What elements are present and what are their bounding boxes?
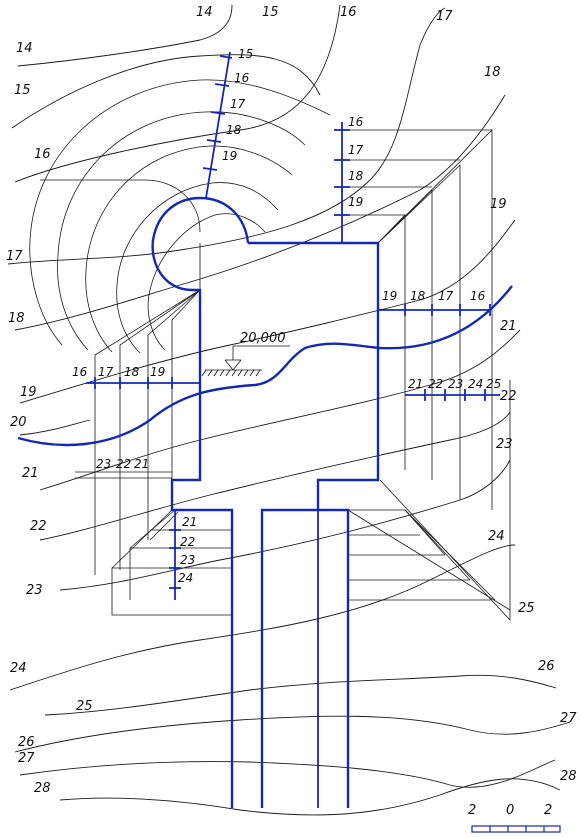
west-16: 16 [72,365,88,379]
label-left-20: 20 [10,415,27,430]
east-cut-21: 21 [408,377,423,391]
label-right-25: 25 [518,601,535,616]
north-18: 18 [226,123,242,137]
east-cut-22: 22 [428,377,443,391]
label-top-17: 17 [436,9,453,24]
contour-23 [59,459,511,591]
contour-25 [44,674,557,716]
west-18: 18 [124,365,140,379]
north-17: 17 [230,97,246,111]
contour-26 [14,715,571,753]
north-b-18: 18 [348,169,364,183]
contour-21 [39,329,521,491]
label-left-14: 14 [16,41,33,56]
contour-16 [14,4,341,183]
label-left-25: 25 [76,699,93,714]
label-top-19: 19 [490,197,507,212]
contour-28 [59,778,561,816]
contour-18 [14,94,506,331]
platform-plan [17,51,513,808]
label-left-17: 17 [6,249,23,264]
east-16: 16 [470,289,486,303]
west-cut-21: 21 [134,457,149,471]
contour-lines [7,4,571,816]
elevation-marker: 20,000 [201,331,290,377]
south-21: 21 [182,515,197,529]
west-19: 19 [150,365,165,379]
label-right-23: 23 [496,437,513,452]
label-top-18: 18 [484,65,501,80]
label-left-26: 26 [18,735,35,750]
scale-label-left: 2 [468,803,476,818]
north-b-17: 17 [348,143,364,157]
east-17: 17 [438,289,454,303]
contour-labels-top: 14 15 16 17 18 19 [196,5,507,212]
scale-bar: 2 0 2 [468,803,561,833]
contour-labels-right: 25 26 27 28 21 22 23 24 [488,319,577,784]
label-left-22: 22 [30,519,47,534]
slope-lines [75,129,511,622]
label-left-15: 15 [14,83,31,98]
contour-labels-left: 14 15 16 17 18 19 20 21 22 23 24 25 26 2… [6,41,93,796]
label-left-27: 27 [18,751,35,766]
label-left-28: 28 [34,781,51,796]
label-left-23: 23 [26,583,43,598]
label-right-26: 26 [538,659,555,674]
east-19: 19 [382,289,397,303]
south-22: 22 [180,535,195,549]
label-left-18: 18 [8,311,25,326]
north-16: 16 [234,71,250,85]
scale-label-zero: 0 [506,803,514,818]
label-right-21: 21 [500,319,517,334]
slope-labels-east: 19 18 17 16 21 22 23 24 25 [382,289,501,391]
contour-27 [19,759,556,788]
west-cut-22: 22 [116,457,131,471]
elevation-label: 20,000 [240,331,286,346]
west-cut-23: 23 [96,457,111,471]
label-top-15: 15 [262,5,279,20]
label-right-27: 27 [560,711,577,726]
west-17: 17 [98,365,114,379]
scale-label-right: 2 [544,803,552,818]
design-grade-line [17,285,513,447]
north-b-16: 16 [348,115,364,129]
label-right-24: 24 [488,529,505,544]
east-cut-23: 23 [448,377,463,391]
label-right-28: 28 [560,769,577,784]
contour-24 [9,544,516,691]
east-cut-24: 24 [468,377,483,391]
south-24: 24 [178,571,193,585]
label-top-16: 16 [340,5,357,20]
contour-19 [19,219,516,404]
east-18: 18 [410,289,426,303]
north-15: 15 [238,47,253,61]
contour-20-west [19,419,91,436]
slope-labels-west: 16 17 18 19 23 22 21 [72,365,165,471]
label-left-19: 19 [20,385,37,400]
contour-15 [11,54,321,129]
label-top-14: 14 [196,5,213,20]
label-right-22: 22 [500,389,517,404]
north-19: 19 [222,149,237,163]
axis-ticks [94,55,491,589]
label-left-21: 21 [22,466,39,481]
label-left-24: 24 [10,661,27,676]
slope-labels-south: 21 22 23 24 [178,515,197,585]
contour-14 [17,4,233,67]
contour-22 [39,411,511,541]
north-b-19: 19 [348,195,363,209]
label-left-16: 16 [34,147,51,162]
south-23: 23 [180,553,195,567]
east-cut-25: 25 [486,377,501,391]
slope-labels-north: 15 16 17 18 19 16 17 18 19 [222,47,364,209]
